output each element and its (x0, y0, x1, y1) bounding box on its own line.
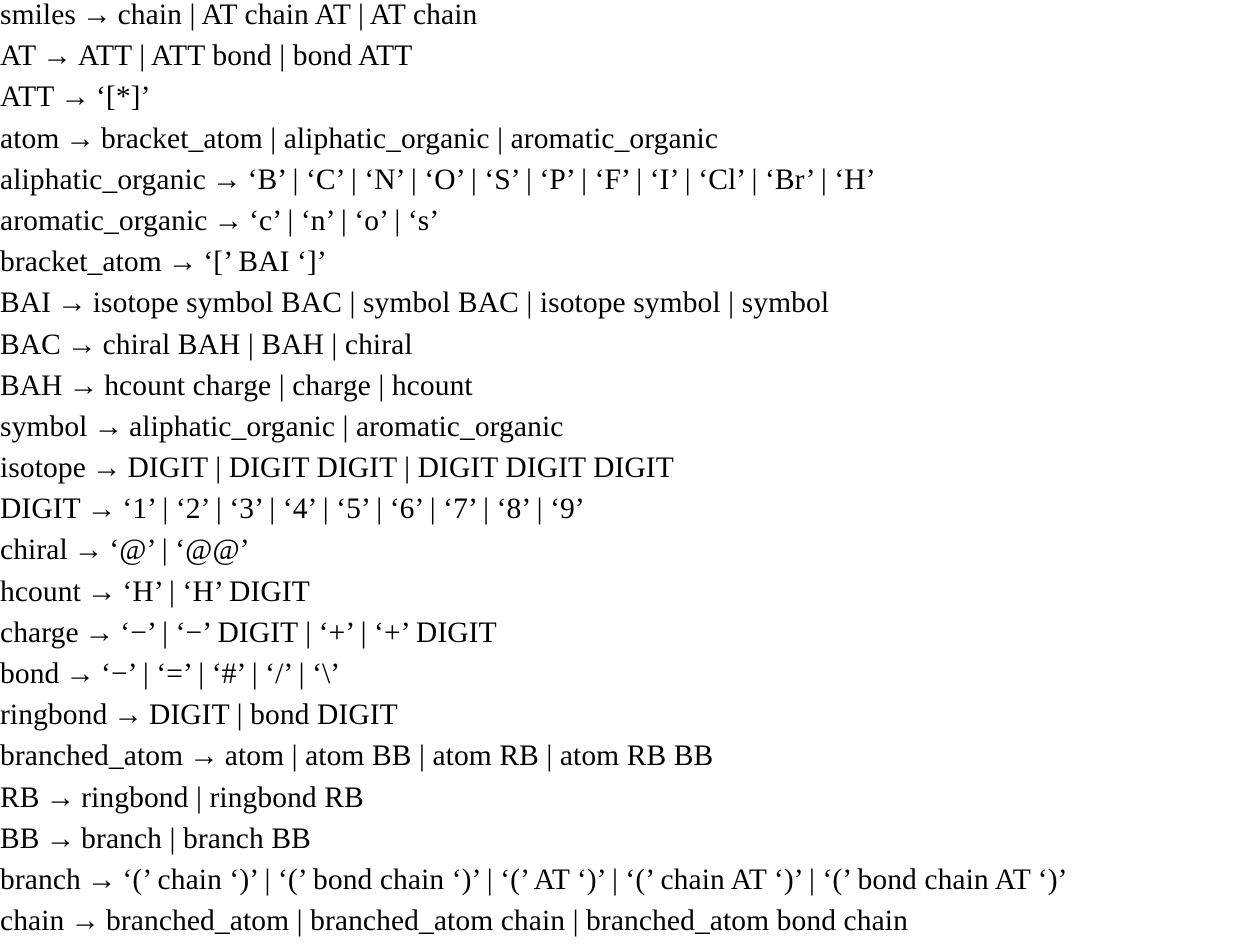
arrow-icon: → (66, 328, 97, 361)
rule-rhs: ATT | ATT bond | bond ATT (77, 40, 413, 73)
rule-rhs: ‘[*]’ (95, 81, 151, 114)
grammar-rule: smiles→chain | AT chain AT | AT chain (0, 0, 1254, 41)
grammar-rule: RB→ringbond | ringbond RB (0, 783, 1254, 824)
rule-lhs: aliphatic_organic (0, 163, 206, 196)
arrow-icon: → (42, 40, 72, 73)
rule-lhs: RB (0, 781, 40, 814)
rule-rhs: hcount charge | charge | hcount (104, 369, 473, 402)
rule-lhs: BAI (0, 287, 52, 320)
arrow-icon: → (91, 452, 122, 485)
grammar-rule: chain→branched_atom | branched_atom chai… (0, 906, 1254, 947)
rule-lhs: bracket_atom (0, 246, 162, 279)
arrow-icon: → (68, 369, 99, 402)
arrow-icon: → (60, 81, 90, 114)
grammar-rule: aromatic_organic→‘c’ | ‘n’ | ‘o’ | ‘s’ (0, 206, 1254, 247)
rule-lhs: isotope (0, 452, 86, 485)
rule-rhs: ‘c’ | ‘n’ | ‘o’ | ‘s’ (249, 204, 440, 237)
grammar-rule: isotope→DIGIT | DIGIT DIGIT | DIGIT DIGI… (0, 453, 1254, 494)
arrow-icon: → (57, 287, 87, 320)
rule-lhs: AT (0, 40, 37, 73)
rule-lhs: ringbond (0, 699, 108, 732)
rule-lhs: charge (0, 616, 79, 649)
grammar-rule: BAH→hcount charge | charge | hcount (0, 371, 1254, 412)
rule-lhs: hcount (0, 575, 81, 608)
rule-lhs: atom (0, 122, 60, 155)
rule-lhs: BAC (0, 328, 61, 361)
rule-rhs: isotope symbol BAC | symbol BAC | isotop… (92, 287, 830, 320)
rule-rhs: ‘B’ | ‘C’ | ‘N’ | ‘O’ | ‘S’ | ‘P’ | ‘F’ … (247, 163, 876, 196)
rule-lhs: ATT (0, 81, 55, 114)
rule-rhs: bracket_atom | aliphatic_organic | aroma… (101, 122, 719, 155)
grammar-rule: DIGIT→‘1’ | ‘2’ | ‘3’ | ‘4’ | ‘5’ | ‘6’ … (0, 494, 1254, 535)
rule-rhs: ‘1’ | ‘2’ | ‘3’ | ‘4’ | ‘5’ | ‘6’ | ‘7’ … (122, 493, 585, 526)
arrow-icon: → (65, 122, 95, 155)
grammar-rule: chiral→‘@’ | ‘@@’ (0, 535, 1254, 576)
grammar-rule: charge→‘−’ | ‘−’ DIGIT | ‘+’ | ‘+’ DIGIT (0, 618, 1254, 659)
rule-lhs: chain (0, 905, 65, 938)
arrow-icon: → (65, 658, 96, 690)
rule-rhs: atom | atom BB | atom RB | atom RB BB (224, 740, 714, 773)
grammar-rule: BB→branch | branch BB (0, 824, 1254, 865)
grammar-rule: aliphatic_organic→‘B’ | ‘C’ | ‘N’ | ‘O’ … (0, 165, 1254, 206)
grammar-rule: BAC→chiral BAH | BAH | chiral (0, 330, 1254, 371)
grammar-rule: bracket_atom→‘[’ BAI ‘]’ (0, 247, 1254, 288)
rule-lhs: BB (0, 822, 40, 855)
arrow-icon: → (211, 163, 242, 196)
grammar-rule: bond→‘−’ | ‘=’ | ‘#’ | ‘/’ | ‘\’ (0, 659, 1254, 700)
rule-rhs: DIGIT | DIGIT DIGIT | DIGIT DIGIT DIGIT (127, 452, 674, 485)
rule-lhs: bond (0, 658, 60, 690)
rule-rhs: branch | branch BB (81, 822, 311, 855)
arrow-icon: → (167, 246, 198, 279)
rule-lhs: branch (0, 863, 81, 896)
rule-lhs: BAH (0, 369, 63, 402)
arrow-icon: → (86, 493, 117, 526)
grammar-rule: BAI→isotope symbol BAC | symbol BAC | is… (0, 288, 1254, 329)
rule-lhs: smiles (0, 0, 76, 31)
rule-rhs: ‘@’ | ‘@@’ (109, 534, 250, 567)
rule-rhs: chiral BAH | BAH | chiral (102, 328, 413, 361)
rule-rhs: ‘(’ chain ‘)’ | ‘(’ bond chain ‘)’ | ‘(’… (122, 863, 1068, 896)
arrow-icon: → (86, 863, 117, 896)
arrow-icon: → (45, 822, 76, 855)
rule-lhs: DIGIT (0, 493, 81, 526)
rule-rhs: ‘−’ | ‘−’ DIGIT | ‘+’ | ‘+’ DIGIT (120, 616, 497, 649)
rule-lhs: chiral (0, 534, 68, 567)
rule-rhs: ‘−’ | ‘=’ | ‘#’ | ‘/’ | ‘\’ (101, 658, 341, 690)
arrow-icon: → (84, 616, 115, 649)
arrow-icon: → (70, 905, 100, 938)
arrow-icon: → (213, 204, 244, 237)
rule-rhs: DIGIT | bond DIGIT (148, 699, 398, 732)
rule-rhs: branched_atom | branched_atom chain | br… (106, 905, 908, 938)
arrow-icon: → (82, 0, 112, 31)
grammar-rule: ATT→‘[*]’ (0, 82, 1254, 123)
grammar-rule: hcount→‘H’ | ‘H’ DIGIT (0, 577, 1254, 618)
grammar-rule: branched_atom→atom | atom BB | atom RB |… (0, 741, 1254, 782)
rule-rhs: ‘H’ | ‘H’ DIGIT (122, 575, 310, 608)
rule-lhs: aromatic_organic (0, 204, 208, 237)
arrow-icon: → (93, 410, 124, 443)
arrow-icon: → (189, 740, 219, 773)
arrow-icon: → (45, 781, 76, 814)
rule-lhs: symbol (0, 410, 88, 443)
rule-lhs: branched_atom (0, 740, 184, 773)
arrow-icon: → (73, 534, 104, 567)
grammar-rule: symbol→aliphatic_organic | aromatic_orga… (0, 412, 1254, 453)
grammar-rule: AT→ATT | ATT bond | bond ATT (0, 41, 1254, 82)
rule-rhs: aliphatic_organic | aromatic_organic (129, 410, 564, 443)
grammar-rule: ringbond→DIGIT | bond DIGIT (0, 700, 1254, 741)
grammar-rule: branch→‘(’ chain ‘)’ | ‘(’ bond chain ‘)… (0, 865, 1254, 906)
arrow-icon: → (86, 575, 117, 608)
rule-rhs: ringbond | ringbond RB (81, 781, 364, 814)
rule-rhs: ‘[’ BAI ‘]’ (203, 246, 327, 279)
rule-rhs: chain | AT chain AT | AT chain (117, 0, 478, 31)
grammar-rule: atom→bracket_atom | aliphatic_organic | … (0, 124, 1254, 165)
arrow-icon: → (113, 699, 143, 732)
